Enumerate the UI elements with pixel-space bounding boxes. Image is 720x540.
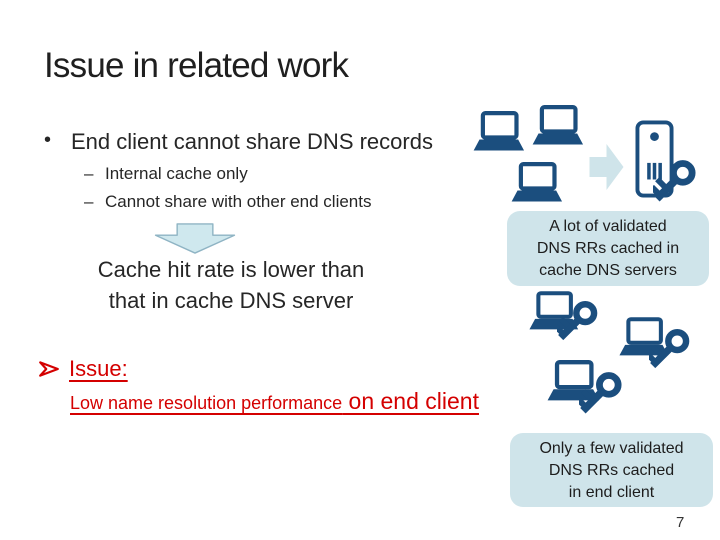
callout-line: Only a few validated	[539, 440, 684, 457]
conclusion-line2: that in cache DNS server	[108, 288, 354, 313]
callout-line: DNS RRs cached	[548, 462, 675, 479]
key-icon	[579, 370, 636, 427]
callout-cache-server: A lot of validated DNS RRs cached in cac…	[507, 211, 709, 286]
laptop-icon	[530, 105, 584, 147]
issue-arrow-bullet-icon	[39, 361, 59, 377]
bullet-marker: •	[44, 129, 52, 151]
key-icon	[557, 299, 611, 353]
laptop-icon	[509, 162, 563, 204]
issue-detail-large: on end client	[342, 388, 479, 414]
conclusion-text: Cache hit rate is lower than that in cac…	[58, 254, 404, 316]
laptop-icon	[471, 111, 525, 153]
issue-detail-small: Low name resolution performance	[70, 393, 343, 413]
callout-line: cache DNS servers	[539, 262, 677, 279]
flow-arrow-right-icon	[589, 142, 624, 192]
consequence-arrow-down-icon	[153, 223, 237, 254]
bullet-sub-cannot-share: – Cannot share with other end clients	[84, 192, 372, 212]
key-icon	[653, 158, 710, 215]
key-icon	[649, 327, 703, 381]
slide-title: Issue in related work	[44, 46, 349, 85]
callout-line: in end client	[568, 484, 655, 501]
bullet-main: • End client cannot share DNS records	[44, 129, 433, 155]
conclusion-line1: Cache hit rate is lower than	[97, 257, 365, 282]
dash-marker: –	[84, 192, 94, 211]
issue-detail: Low name resolution performance on end c…	[70, 388, 479, 415]
callout-line: A lot of validated	[549, 218, 667, 235]
page-number: 7	[676, 514, 685, 531]
bullet-sub-text: Cannot share with other end clients	[105, 192, 372, 211]
issue-label: Issue:	[69, 356, 128, 381]
bullet-sub-internal-cache: – Internal cache only	[84, 164, 248, 184]
callout-line: DNS RRs cached in	[536, 240, 680, 257]
bullet-main-text: End client cannot share DNS records	[71, 129, 433, 154]
bullet-sub-text: Internal cache only	[105, 164, 248, 183]
dash-marker: –	[84, 164, 94, 183]
callout-end-client: Only a few validated DNS RRs cached in e…	[510, 433, 713, 507]
issue-heading: Issue:	[38, 356, 128, 382]
